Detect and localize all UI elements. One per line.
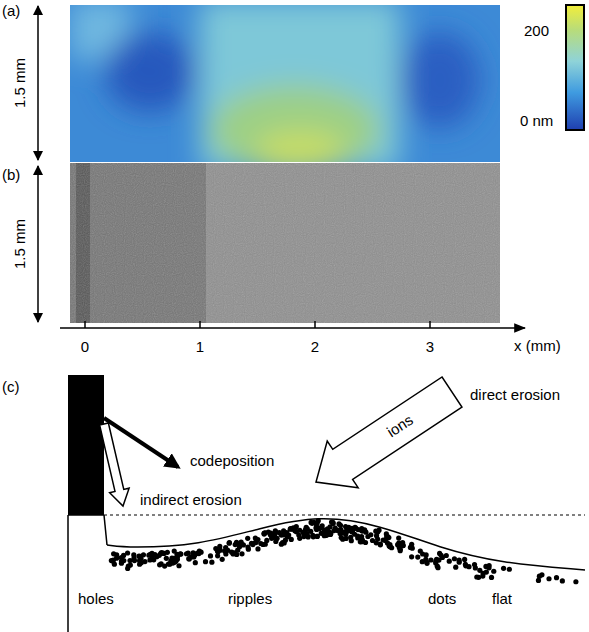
block-arrow	[301, 369, 468, 506]
height-map	[70, 5, 500, 162]
eroded-surface	[107, 519, 585, 570]
figure-label: (a)	[2, 2, 20, 20]
figure-label: (b)	[2, 166, 20, 184]
original-surface	[104, 515, 585, 516]
figure-label: 0	[81, 338, 89, 356]
figure-label: (c)	[2, 378, 20, 396]
figure-label: 200	[524, 22, 549, 40]
figure-label: 1.5 mm	[11, 58, 29, 108]
figure-label: 0 nm	[520, 112, 553, 130]
figure-label: 3	[426, 338, 434, 356]
arrow-label: ions	[384, 411, 417, 441]
figure-label: ripples	[228, 590, 272, 608]
colorbar	[566, 5, 584, 130]
figure-label: flat	[492, 590, 512, 608]
figure-label: 2	[311, 338, 319, 356]
x-axis	[60, 321, 525, 328]
figure-label: dots	[428, 590, 456, 608]
figure-label: direct erosion	[470, 386, 560, 404]
erosion-schematic	[68, 369, 585, 632]
figure-label: 1	[196, 338, 204, 356]
scale-arrow	[37, 166, 39, 322]
figure-label: codeposition	[190, 452, 274, 470]
mask-block	[68, 375, 104, 515]
figure-label: indirect erosion	[140, 491, 242, 509]
block-arrow	[94, 422, 132, 509]
particle-dots	[109, 518, 579, 584]
figure-label: holes	[78, 590, 114, 608]
figure-label: 1.5 mm	[11, 219, 29, 269]
sem-image	[70, 163, 500, 323]
scale-arrow	[37, 6, 39, 160]
figure-label: x (mm)	[514, 337, 561, 355]
